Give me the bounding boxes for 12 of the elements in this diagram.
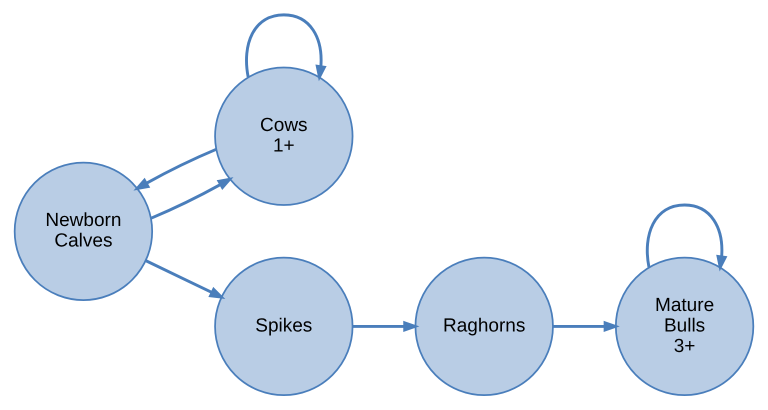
arrow [352, 320, 420, 332]
arrow [553, 320, 620, 332]
node-circle: Newborn Calves [14, 162, 154, 301]
arrow [150, 177, 234, 220]
node-circle: Spikes [214, 256, 354, 396]
node-circle: Mature Bulls 3+ [614, 256, 754, 396]
node-circle: Raghorns [414, 256, 554, 396]
arrow [646, 204, 728, 272]
arrow [245, 13, 327, 82]
arrow [133, 148, 217, 191]
node-circle: Cows 1+ [214, 66, 354, 206]
arrow [145, 259, 226, 299]
